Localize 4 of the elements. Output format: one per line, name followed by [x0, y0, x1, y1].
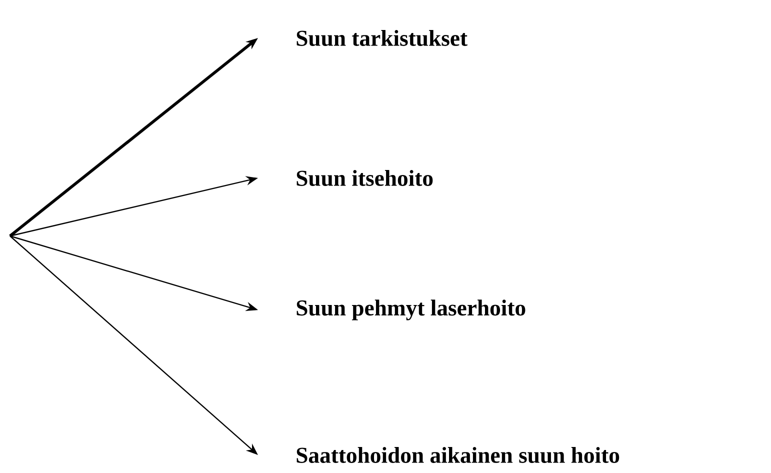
node-text: Suun itsehoito: [296, 170, 433, 186]
node-text: Suun pehmyt laserhoito: [296, 300, 526, 320]
node-text: Suun tarkistukset: [296, 30, 468, 46]
node-text: Saattohoidon aikainen suun hoito: [296, 447, 620, 463]
